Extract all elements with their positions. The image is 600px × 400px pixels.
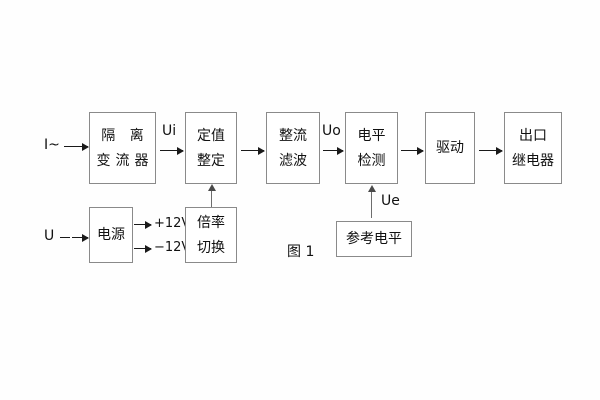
output-relay-line1: 出口	[519, 127, 547, 144]
power-supply-line1: 电源	[97, 227, 125, 243]
block-output-relay[interactable]: 出口 继电器	[504, 112, 562, 184]
rectifier-filter-line2: 滤波	[279, 152, 307, 169]
block-setting-value[interactable]: 定值 整定	[185, 112, 237, 184]
setting-value-line1: 定值	[197, 127, 225, 144]
uo-arrow	[323, 146, 344, 155]
isolation-transformer-line2: 变流器	[96, 152, 154, 169]
block-level-detection[interactable]: 电平 检测	[345, 112, 398, 184]
uo-signal-label: Uo	[322, 123, 341, 139]
multiplier-switch-line2: 切换	[197, 239, 225, 256]
level-to-drive-arrow	[401, 146, 424, 155]
current-input-arrow	[64, 142, 89, 151]
supply-negative-arrow	[134, 244, 152, 253]
block-reference-level[interactable]: 参考电平	[336, 221, 412, 257]
voltage-input-dash	[60, 237, 70, 238]
supply-negative-label: −12V	[154, 240, 191, 255]
ui-arrow	[160, 146, 184, 155]
supply-positive-label: +12V	[154, 216, 191, 231]
rectifier-filter-line1: 整流	[279, 127, 307, 144]
level-detection-line2: 检测	[357, 152, 386, 169]
ue-signal-label: Ue	[381, 193, 400, 209]
block-isolation-transformer[interactable]: 隔 离 变流器	[89, 112, 156, 184]
block-drive[interactable]: 驱动	[425, 112, 475, 184]
block-power-supply[interactable]: 电源	[89, 207, 133, 263]
multiplier-switch-line1: 倍率	[197, 214, 225, 231]
setting-value-line2: 整定	[197, 152, 225, 169]
block-rectifier-filter[interactable]: 整流 滤波	[266, 112, 320, 184]
isolation-transformer-line1: 隔 离	[101, 127, 149, 144]
output-relay-line2: 继电器	[512, 152, 554, 169]
drive-to-relay-arrow	[479, 146, 503, 155]
level-detection-line1: 电平	[357, 127, 386, 144]
drive-line1: 驱动	[436, 140, 464, 156]
ue-arrow	[367, 185, 376, 218]
figure-caption: 图 1	[287, 244, 315, 260]
block-multiplier-switch[interactable]: 倍率 切换	[185, 207, 237, 263]
multiplier-to-setting-arrow	[207, 184, 216, 207]
reference-level-line1: 参考电平	[346, 231, 402, 247]
supply-positive-arrow	[134, 220, 152, 229]
voltage-input-label: U	[44, 228, 55, 244]
ui-signal-label: Ui	[162, 123, 177, 139]
voltage-input-arrow	[72, 233, 89, 242]
setting-to-rectifier-arrow	[241, 146, 265, 155]
current-input-label: I~	[44, 137, 60, 153]
